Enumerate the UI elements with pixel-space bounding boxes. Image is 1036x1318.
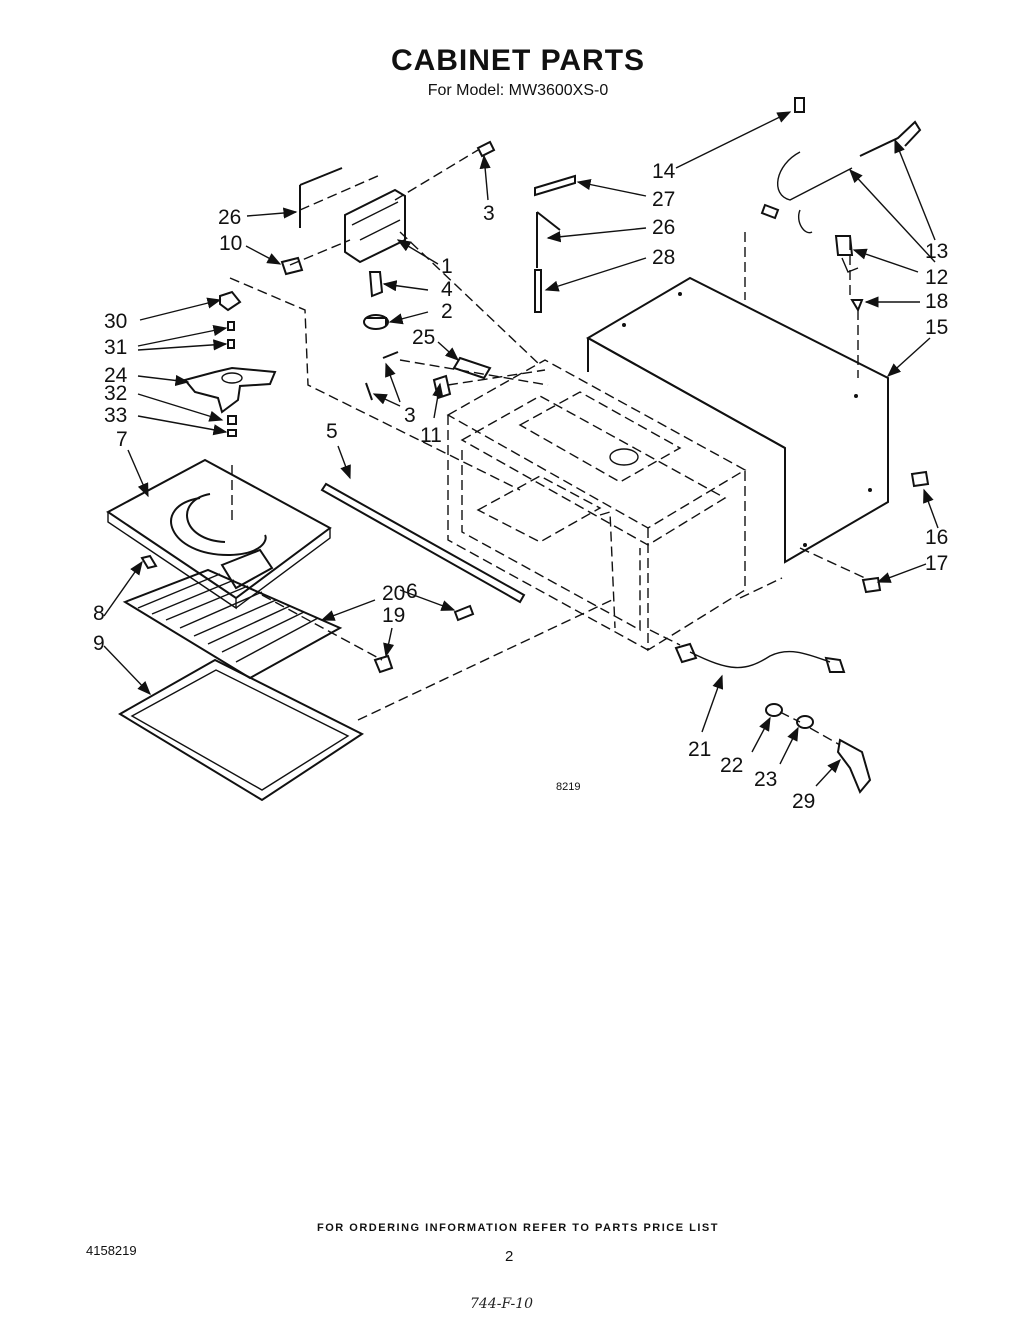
power-cord-assembly xyxy=(674,642,872,794)
callout-16: 16 xyxy=(925,526,948,549)
callout-30: 30 xyxy=(104,310,127,333)
callout-14: 14 xyxy=(652,160,676,183)
callout-33: 33 xyxy=(104,404,127,427)
callout-3-lower: 3 xyxy=(404,404,416,427)
callout-26-left: 26 xyxy=(218,206,241,229)
ordering-note: FOR ORDERING INFORMATION REFER TO PARTS … xyxy=(317,1222,719,1234)
callout-12: 12 xyxy=(925,266,948,289)
document-number: 4158219 xyxy=(86,1243,137,1258)
callout-8: 8 xyxy=(93,602,105,625)
callout-9: 9 xyxy=(93,632,105,655)
callout-25: 25 xyxy=(412,326,435,349)
stirrer-assembly xyxy=(183,290,277,437)
small-fasteners xyxy=(363,271,492,401)
callout-23: 23 xyxy=(754,768,777,791)
handwritten-note: 744-F-10 xyxy=(470,1296,534,1312)
callout-27: 27 xyxy=(652,188,675,211)
oven-cavity xyxy=(446,359,747,652)
callout-24: 24 xyxy=(104,364,128,387)
outer-cabinet-wrapper xyxy=(585,276,889,564)
assembly-leader-lines xyxy=(229,149,866,746)
latch-bracket-assembly xyxy=(280,140,496,276)
callout-labels: 1 2 3 3 4 5 6 7 8 9 10 11 12 13 14 15 16… xyxy=(93,160,948,813)
page-number: 2 xyxy=(505,1248,514,1265)
callout-19: 19 xyxy=(382,604,405,627)
callout-26-right: 26 xyxy=(652,216,675,239)
side-screws xyxy=(861,470,930,594)
wiring-harness xyxy=(760,97,922,313)
model-subtitle: For Model: MW3600XS-0 xyxy=(427,82,609,99)
callout-1: 1 xyxy=(441,255,453,278)
glass-tray xyxy=(118,658,364,802)
callout-7: 7 xyxy=(116,428,128,451)
callout-3-top: 3 xyxy=(483,202,495,225)
callout-6: 6 xyxy=(406,580,418,603)
callout-4: 4 xyxy=(441,278,453,301)
callout-21: 21 xyxy=(688,738,711,761)
callout-arrows xyxy=(103,111,939,787)
callout-13: 13 xyxy=(925,240,948,263)
callout-10: 10 xyxy=(219,232,242,255)
callout-31: 31 xyxy=(104,336,127,359)
callout-17: 17 xyxy=(925,552,948,575)
door-seal-strip xyxy=(320,482,526,622)
callout-11: 11 xyxy=(420,424,442,447)
page-title: CABINET PARTS xyxy=(390,44,646,77)
callout-32: 32 xyxy=(104,382,127,405)
callout-18: 18 xyxy=(925,290,948,313)
callout-29: 29 xyxy=(792,790,815,813)
callout-2: 2 xyxy=(441,300,453,323)
door-strips xyxy=(534,174,576,313)
callout-22: 22 xyxy=(720,754,743,777)
callout-20: 20 xyxy=(382,582,405,605)
callout-5: 5 xyxy=(326,420,338,443)
callout-28: 28 xyxy=(652,246,675,269)
oven-rack xyxy=(122,554,394,680)
callout-15: 15 xyxy=(925,316,948,339)
figure-number: 8219 xyxy=(556,781,580,793)
